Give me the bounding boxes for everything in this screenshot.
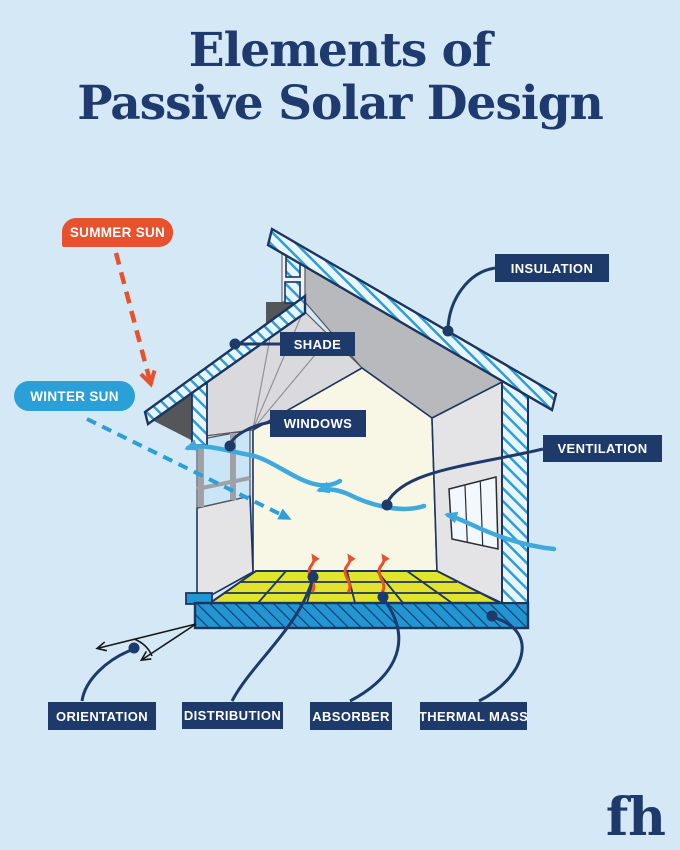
windows-label: WINDOWS xyxy=(270,410,366,437)
insulation-line xyxy=(446,266,496,330)
summer-sun-label: SUMMER SUN xyxy=(62,218,173,247)
insulation-dot xyxy=(442,325,454,337)
gable-post xyxy=(191,383,208,446)
winter-sun-ray xyxy=(86,417,292,520)
right-window-mullions xyxy=(464,481,484,546)
thermal-mass-dot xyxy=(486,610,498,622)
thermal-mass-slab xyxy=(193,601,530,630)
callout-dots xyxy=(128,325,498,654)
thermal-mass-line xyxy=(478,615,524,703)
page-title: Elements of Passive Solar Design xyxy=(0,24,680,130)
ventilation-dot xyxy=(381,499,393,511)
airflow-arrows xyxy=(184,439,557,552)
main-roof xyxy=(266,227,558,412)
clerestory-post-lower xyxy=(284,281,301,304)
heat-squiggle-3 xyxy=(377,553,390,593)
absorber-label: ABSORBER xyxy=(310,702,392,730)
absorber-dot xyxy=(377,591,389,603)
title-line-1: Elements of xyxy=(188,23,493,78)
ventilation-line xyxy=(385,447,544,504)
lower-roof xyxy=(143,293,307,426)
insulation-label: INSULATION xyxy=(495,254,609,282)
shade-dot xyxy=(229,338,241,350)
fh-brand-logo: fh xyxy=(605,787,666,848)
distribution-dot xyxy=(307,571,319,583)
heat-squiggle-1 xyxy=(307,553,320,593)
orientation-arrows xyxy=(95,623,197,662)
heat-squiggles xyxy=(307,553,390,593)
orientation-angle-arc xyxy=(133,638,153,657)
orientation-label: ORIENTATION xyxy=(48,702,156,730)
absorber-line xyxy=(349,597,401,703)
orientation-arrow-short xyxy=(139,623,197,662)
corner-post xyxy=(501,379,529,604)
winter-sun-label: WINTER SUN xyxy=(14,381,135,411)
airflow-middle xyxy=(316,481,427,512)
orientation-arrow-long xyxy=(95,623,197,652)
orientation-line xyxy=(80,647,135,702)
orientation-dot xyxy=(128,642,140,654)
callout-lines xyxy=(80,266,544,703)
distribution-line xyxy=(230,577,315,702)
right-window xyxy=(448,476,499,550)
eave-shadow xyxy=(152,391,197,443)
airflow-in-right xyxy=(444,511,557,552)
thermal-mass-label: THERMAL MASS xyxy=(419,702,528,730)
shade-label: SHADE xyxy=(280,332,355,356)
airflow-out-left xyxy=(184,439,343,488)
distribution-label: DISTRIBUTION xyxy=(182,702,283,729)
ventilation-label: VENTILATION xyxy=(543,435,662,462)
heat-squiggle-2 xyxy=(343,553,356,593)
title-line-2: Passive Solar Design xyxy=(77,76,604,131)
summer-sun-ray xyxy=(113,252,157,388)
left-window-sill xyxy=(196,476,251,491)
windows-dot xyxy=(224,440,236,452)
